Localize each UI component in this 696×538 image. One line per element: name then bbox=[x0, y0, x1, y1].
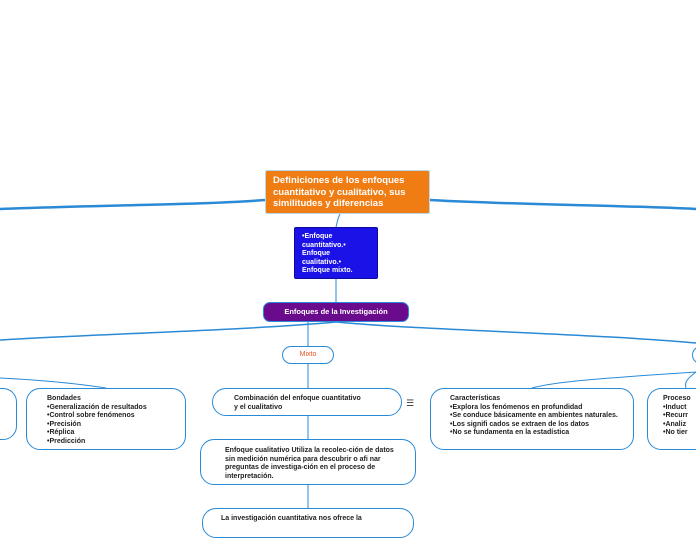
caracteristicas-title: Características bbox=[450, 395, 501, 402]
combinacion-line2: y el cualitativo bbox=[234, 403, 283, 411]
list-item: Analiz bbox=[663, 421, 696, 430]
caracteristicas-list: Explora los fenómenos en profundidad Se … bbox=[450, 404, 627, 438]
mixto-node[interactable]: Mixto bbox=[282, 346, 334, 364]
left-edge-card[interactable] bbox=[0, 388, 17, 440]
enfoques-label: Enfoques de la Investigación bbox=[284, 307, 388, 316]
list-item: No tier bbox=[663, 429, 696, 438]
list-item: Induct bbox=[663, 404, 696, 413]
list-item: Réplica bbox=[47, 429, 179, 438]
enfoques-node[interactable]: Enfoques de la Investigación bbox=[263, 302, 409, 322]
list-item: Recurr bbox=[663, 412, 696, 421]
proceso-title: Proceso bbox=[663, 395, 691, 402]
root-topic[interactable]: Definiciones de los enfoques cuantitativ… bbox=[265, 170, 430, 214]
mixto-label: Mixto bbox=[299, 351, 317, 358]
combinacion-card[interactable]: Combinación del enfoque cuantitativo y e… bbox=[212, 388, 402, 416]
list-item: Generalización de resultados bbox=[47, 404, 179, 413]
proceso-list: Induct Recurr Analiz No tier bbox=[663, 404, 696, 438]
list-item: Precisión bbox=[47, 421, 179, 430]
list-item: Explora los fenómenos en profundidad bbox=[450, 404, 627, 413]
cuantitativo-card[interactable]: La investigación cuantitativa nos ofrece… bbox=[202, 508, 414, 538]
list-item: No se fundamenta en la estadística bbox=[450, 429, 627, 438]
list-item: Se conduce básicamente en ambientes natu… bbox=[450, 412, 627, 421]
connector-lines bbox=[0, 198, 696, 508]
cualitativo-text: Enfoque cualitativo Utiliza la recolec-c… bbox=[225, 447, 394, 480]
topics-text: •Enfoque cuantitativo.• Enfoque cualitat… bbox=[302, 233, 353, 274]
cualitativo-card[interactable]: Enfoque cualitativo Utiliza la recolec-c… bbox=[200, 439, 416, 485]
caracteristicas-card[interactable]: Características Explora los fenómenos en… bbox=[430, 388, 634, 450]
topics-box[interactable]: •Enfoque cuantitativo.• Enfoque cualitat… bbox=[294, 227, 378, 279]
proceso-card[interactable]: Proceso Induct Recurr Analiz No tier bbox=[647, 388, 696, 450]
bondades-title: Bondades bbox=[47, 395, 81, 402]
cuantitativo-text: La investigación cuantitativa nos ofrece… bbox=[221, 515, 362, 522]
notes-menu-icon[interactable]: ☰ bbox=[406, 398, 415, 408]
list-item: Control sobre fenómenos bbox=[47, 412, 179, 421]
bondades-card[interactable]: Bondades Generalización de resultados Co… bbox=[26, 388, 186, 450]
list-item: Los signifi cados se extraen de los dato… bbox=[450, 421, 627, 430]
root-title: Definiciones de los enfoques cuantitativ… bbox=[273, 175, 406, 209]
bondades-list: Generalización de resultados Control sob… bbox=[47, 404, 179, 447]
combinacion-line1: Combinación del enfoque cuantitativo bbox=[234, 395, 361, 402]
list-item: Predicción bbox=[47, 438, 179, 447]
